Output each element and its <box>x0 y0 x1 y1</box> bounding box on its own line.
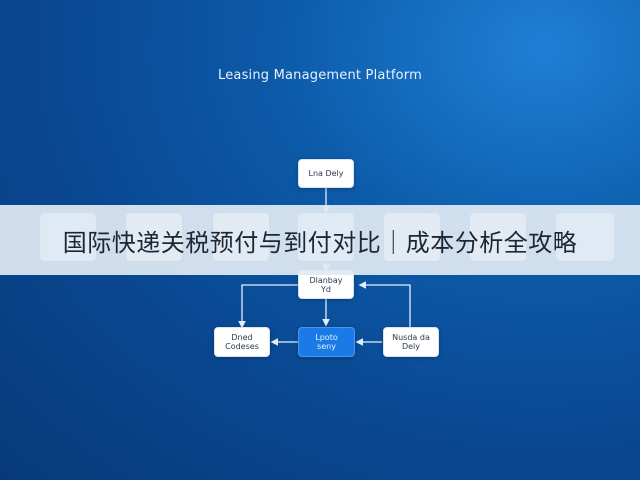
node-left: Dned Codeses <box>214 327 270 357</box>
node-right: Nusda da Dely <box>383 327 439 357</box>
caption-banner: 国际快递关税预付与到付对比｜成本分析全攻略 <box>0 205 640 275</box>
node-center: Lpoto seny <box>298 327 355 357</box>
connector-right-to-mid <box>358 281 411 328</box>
caption-text: 国际快递关税预付与到付对比｜成本分析全攻略 <box>62 228 578 257</box>
connector-mid-to-left <box>238 284 298 329</box>
diagram-title: Leasing Management Platform <box>218 68 422 83</box>
node-top: Lna Dely <box>298 159 354 188</box>
